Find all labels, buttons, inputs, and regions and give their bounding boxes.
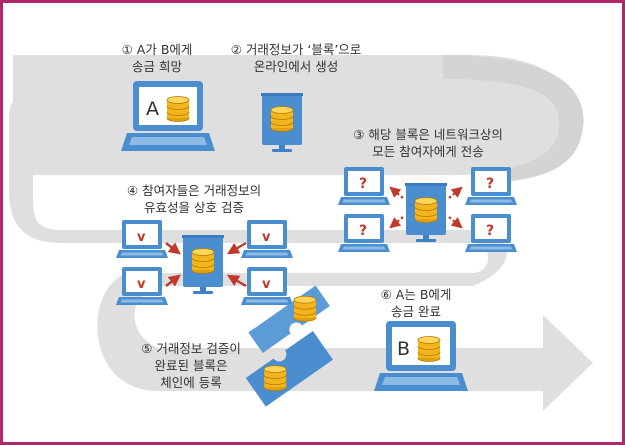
sender-coin-icon <box>166 96 190 122</box>
step-text: 거래정보가 ‘블록’으로 <box>245 42 362 57</box>
step-text: 해당 블록은 네트워크상의 <box>368 127 503 142</box>
unknown-mark: ? <box>486 223 494 239</box>
step-number: ③ <box>353 127 365 142</box>
receiver-mark: B <box>397 338 410 360</box>
unknown-mark: ? <box>486 176 494 192</box>
step-4-label: ④ 참여자들은 거래정보의 유효성을 상호 검증 <box>109 182 279 216</box>
chained-block-icon <box>245 330 333 407</box>
step-number: ⑥ <box>380 287 392 302</box>
step-5-label: ⑤ 거래정보 검증이 완료된 블록은 체인에 등록 <box>131 340 251 391</box>
unknown-mark: ? <box>359 176 367 192</box>
broadcast-coin-icon <box>414 197 438 223</box>
diagram-canvas: A ? ? ? ? v v v v <box>9 55 593 411</box>
step-number: ④ <box>126 183 139 198</box>
step-text: 거래정보 검증이 <box>156 341 241 356</box>
unknown-mark: ? <box>359 223 367 239</box>
verified-mark: v <box>262 277 271 292</box>
step-number: ⑤ <box>141 341 153 356</box>
step-1-label: ① A가 B에게 송금 희망 <box>107 41 207 75</box>
verify-coin-icon <box>191 248 215 274</box>
step-text: A는 B에게 <box>395 287 452 302</box>
flow-path-loop-upper <box>443 55 584 183</box>
chained-block-icon <box>248 285 330 353</box>
step-text: A가 B에게 <box>136 42 193 57</box>
step-3-label: ③ 해당 블록은 네트워크상의 모든 참여자에게 전송 <box>335 126 521 160</box>
step-text: 송금 완료 <box>391 304 441 319</box>
sender-mark: A <box>146 98 159 120</box>
step-6-label: ⑥ A는 B에게 송금 완료 <box>361 286 471 320</box>
step-text: 유효성을 상호 검증 <box>144 200 244 215</box>
step-number: ② <box>230 42 242 57</box>
step-number: ① <box>121 42 133 57</box>
step-text: 온라인에서 생성 <box>253 59 339 74</box>
verified-mark: v <box>262 230 271 245</box>
verified-mark: v <box>137 230 146 245</box>
step-text: 모든 참여자에게 전송 <box>372 144 484 159</box>
block-coin-icon <box>270 106 294 132</box>
verified-mark: v <box>137 277 146 292</box>
step-2-label: ② 거래정보가 ‘블록’으로 온라인에서 생성 <box>217 41 375 75</box>
step-text: 완료된 블록은 <box>154 358 228 373</box>
verify-arrows <box>165 241 247 288</box>
step-text: 체인에 등록 <box>160 375 222 390</box>
step-text: 송금 희망 <box>132 59 182 74</box>
receiver-coin-icon <box>417 336 441 362</box>
step-text: 참여자들은 거래정보의 <box>142 183 262 198</box>
